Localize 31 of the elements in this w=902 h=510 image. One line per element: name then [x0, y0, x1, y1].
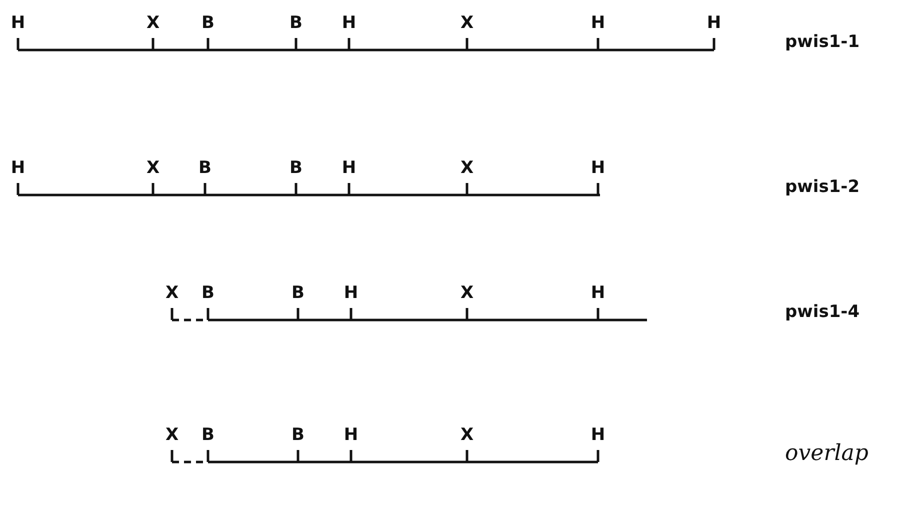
- restriction-site-label: H: [706, 14, 722, 32]
- restriction-site-label: X: [146, 14, 160, 32]
- restriction-site-label: X: [460, 14, 474, 32]
- restriction-site-label: B: [202, 14, 214, 32]
- handwritten-label: overlap: [785, 444, 868, 464]
- restriction-site-label: B: [198, 159, 212, 177]
- clone-label: pwis1-1: [785, 32, 860, 52]
- restriction-site-label: X: [460, 426, 474, 444]
- restriction-site-label: B: [202, 284, 214, 302]
- restriction-site-label: H: [10, 159, 26, 177]
- restriction-site-label: X: [460, 159, 474, 177]
- restriction-site-label: X: [165, 426, 179, 444]
- restriction-site-label: H: [10, 14, 26, 32]
- restriction-site-label: H: [344, 426, 358, 444]
- restriction-site-label: B: [290, 14, 302, 32]
- restriction-site-label: B: [292, 284, 304, 302]
- restriction-site-label: H: [344, 284, 358, 302]
- clone-label: pwis1-2: [785, 177, 860, 197]
- restriction-site-label: X: [460, 284, 474, 302]
- restriction-site-label: H: [590, 284, 606, 302]
- restriction-site-label: B: [290, 159, 302, 177]
- restriction-site-label: H: [590, 426, 606, 444]
- restriction-site-label: B: [292, 426, 304, 444]
- restriction-site-label: H: [590, 159, 606, 177]
- clone-label: pwis1-4: [785, 302, 860, 322]
- restriction-site-label: X: [146, 159, 160, 177]
- restriction-site-label: H: [590, 14, 606, 32]
- restriction-site-label: X: [165, 284, 179, 302]
- restriction-site-label: B: [202, 426, 214, 444]
- restriction-site-label: H: [342, 159, 356, 177]
- restriction-site-label: H: [342, 14, 356, 32]
